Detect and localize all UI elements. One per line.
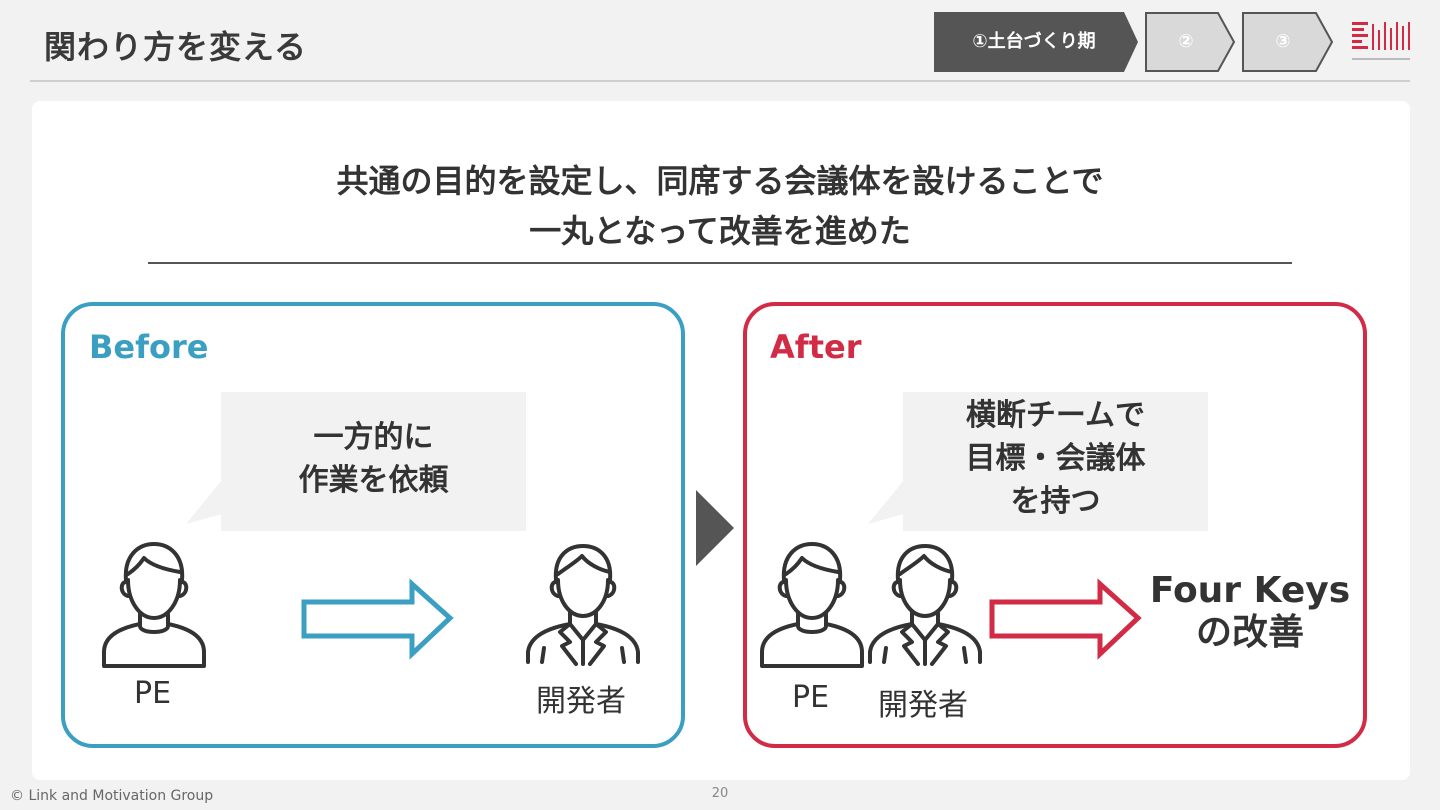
before-speech-bubble: 一方的に 作業を依頼 <box>221 392 526 531</box>
headline: 共通の目的を設定し、同席する会議体を設けることで 一丸となって改善を進めた <box>0 156 1440 256</box>
person-casual-icon <box>760 542 864 668</box>
person-suit-icon <box>868 544 982 666</box>
step-3-label: ③ <box>1275 31 1291 52</box>
before-title: Before <box>89 328 209 366</box>
lmg-logo <box>1352 22 1410 60</box>
headline-divider <box>148 262 1292 264</box>
header-divider <box>30 80 1410 82</box>
headline-line-2: 一丸となって改善を進めた <box>529 212 911 250</box>
step-indicator: ①土台づくり期 ② ③ <box>934 12 1334 72</box>
before-developer-label: 開発者 <box>536 684 626 719</box>
before-bubble-line-1: 一方的に <box>313 420 434 455</box>
before-pe-label: PE <box>134 676 172 711</box>
after-developer-label: 開発者 <box>878 688 968 723</box>
step-1-shape <box>934 12 1138 72</box>
after-bubble-tail <box>868 480 904 524</box>
headline-line-1: 共通の目的を設定し、同席する会議体を設けることで <box>336 162 1104 200</box>
step-1-label: ①土台づくり期 <box>972 31 1096 52</box>
after-title: After <box>770 328 862 366</box>
four-keys-result: Four Keys の改善 <box>1130 570 1370 654</box>
triangle-right-icon <box>696 490 734 566</box>
result-line-1: Four Keys <box>1149 570 1351 611</box>
step-chevrons <box>934 12 1334 72</box>
before-bubble-line-2: 作業を依頼 <box>298 463 449 498</box>
step-2-shape <box>1145 12 1236 72</box>
page-title: 関わり方を変える <box>44 28 308 66</box>
person-casual-icon <box>102 542 206 668</box>
before-bubble-tail <box>186 480 222 524</box>
result-line-2: の改善 <box>1195 612 1304 653</box>
after-bubble-line-2: 目標・会議体 <box>965 441 1146 476</box>
footer-copyright: © Link and Motivation Group <box>10 788 214 804</box>
person-suit-icon <box>526 544 640 666</box>
step-2-label: ② <box>1178 31 1194 52</box>
after-speech-bubble: 横断チームで 目標・会議体 を持つ <box>903 392 1208 531</box>
page-number: 20 <box>711 786 729 801</box>
after-pe-label: PE <box>792 680 830 715</box>
step-3-shape <box>1242 12 1334 72</box>
before-arrow-icon <box>301 578 454 660</box>
after-bubble-line-3: を持つ <box>1010 484 1101 519</box>
after-bubble-line-1: 横断チームで <box>965 398 1146 433</box>
after-arrow-icon <box>989 578 1142 660</box>
